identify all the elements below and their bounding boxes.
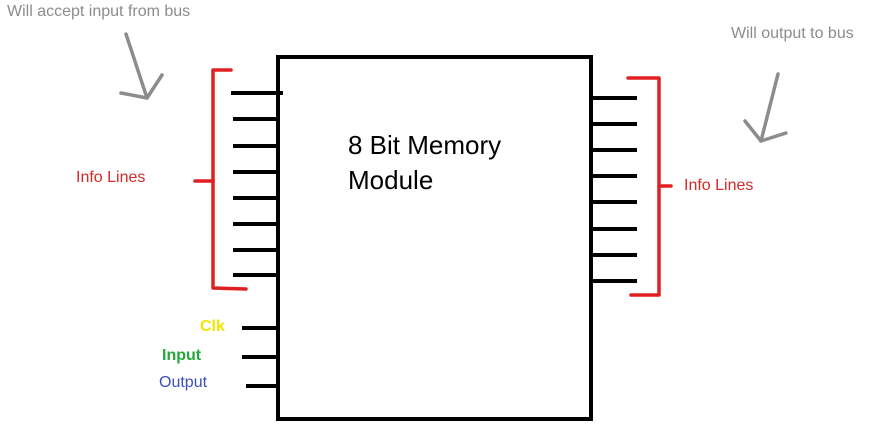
left-input-pins [231, 91, 283, 277]
right-info-bracket [626, 76, 673, 297]
output-label: Output [159, 374, 208, 391]
output-arrow-icon [743, 72, 788, 143]
right-output-pins [591, 96, 637, 283]
input-arrow-icon [119, 32, 164, 100]
module-title-line2: Module [348, 165, 434, 195]
left-info-bracket [193, 68, 248, 291]
clk-label: Clk [200, 318, 225, 335]
input-label: Input [162, 347, 202, 364]
output-note: Will output to bus [731, 25, 854, 42]
memory-module-box [276, 55, 593, 421]
left-info-lines-label: Info Lines [76, 169, 146, 186]
input-note: Will accept input from bus [7, 3, 191, 20]
module-title-line1: 8 Bit Memory [348, 130, 502, 160]
right-info-lines-label: Info Lines [684, 177, 754, 194]
